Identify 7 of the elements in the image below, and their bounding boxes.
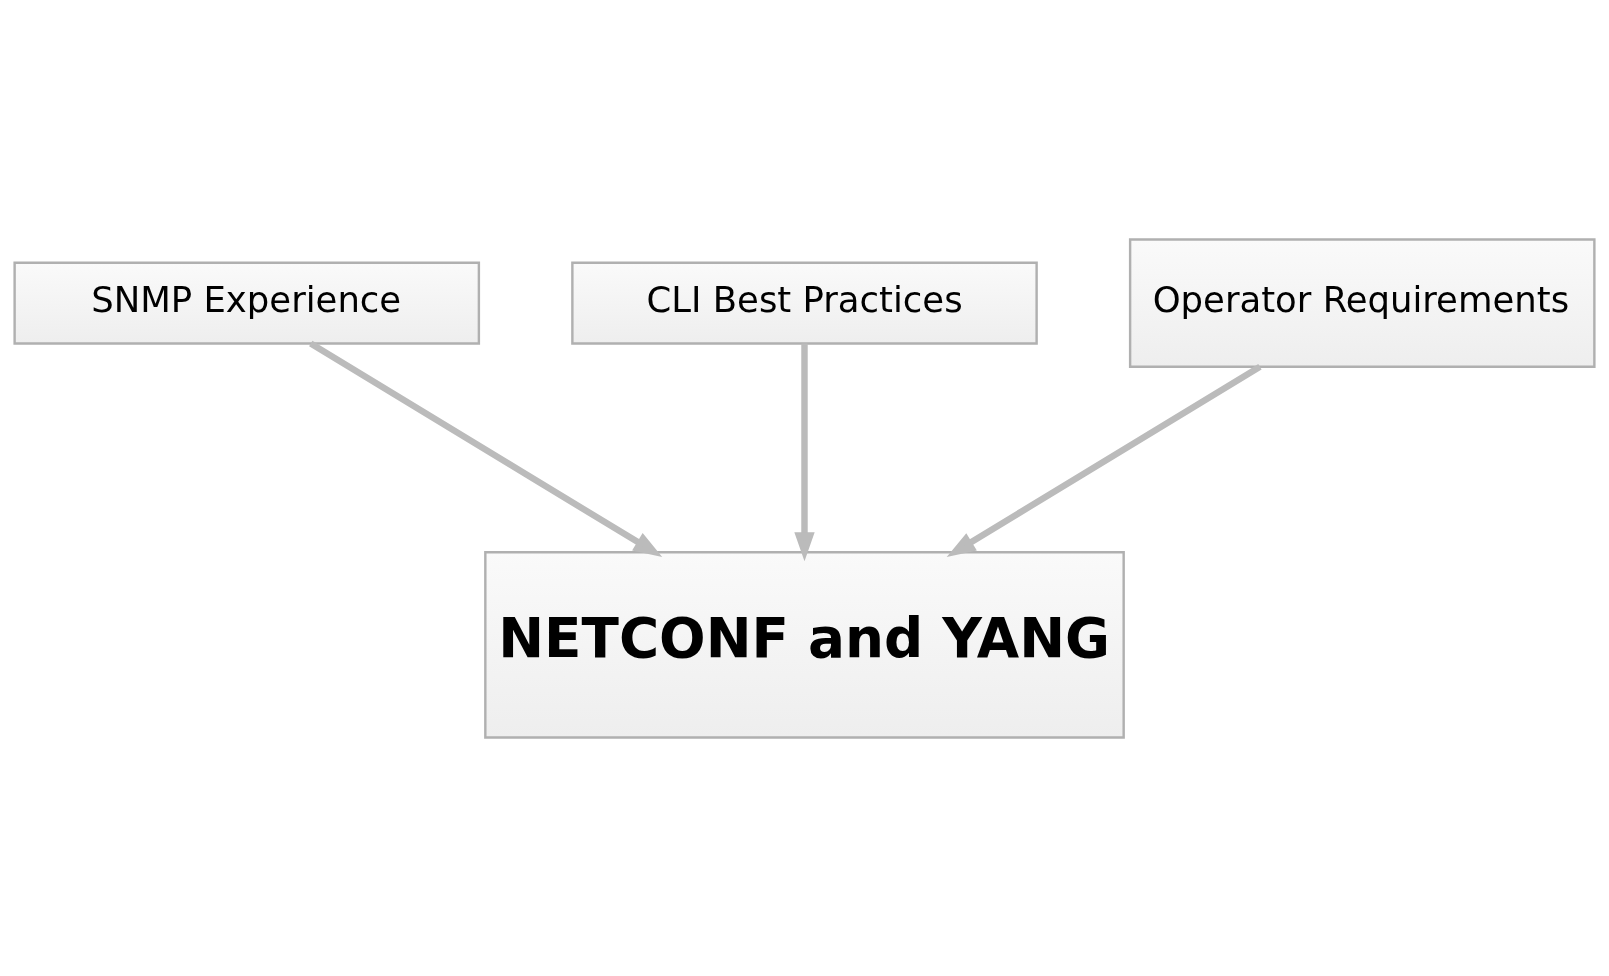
node-box: Operator Requirements xyxy=(1128,237,1596,368)
node-box: SNMP Experience xyxy=(13,261,481,345)
node-box: NETCONF and YANG xyxy=(484,550,1125,739)
arrow xyxy=(309,340,663,557)
node-box: CLI Best Practices xyxy=(571,261,1038,345)
arrow xyxy=(794,343,815,561)
arrow xyxy=(946,363,1262,557)
